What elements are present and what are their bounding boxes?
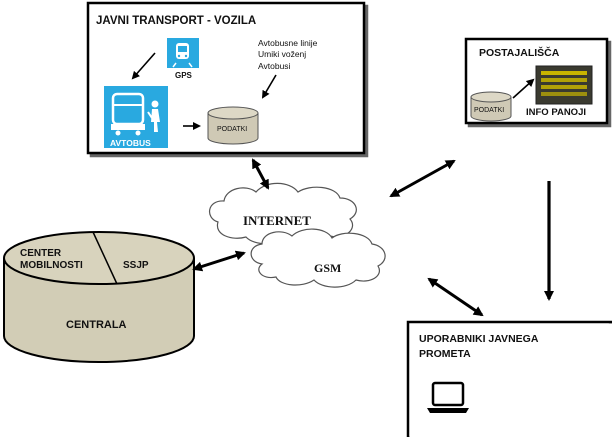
gps-label: GPS (175, 71, 193, 80)
bus-label: AVTOBUS (110, 138, 151, 148)
center-mobility-line2: MOBILNOSTI (20, 260, 83, 271)
central-divider (92, 231, 118, 285)
note-buses: Avtobusi (258, 61, 291, 71)
vehicle-data-cylinder (207, 106, 259, 145)
users-box-title-line1: UPORABNIKI JAVNEGA (419, 333, 539, 345)
info-panel-label: INFO PANOJI (526, 107, 586, 118)
transport-vehicles-box: JAVNI TRANSPORT - VOZILA GPS Avtobusne l… (86, 1, 366, 155)
ssjp-label: SSJP (123, 260, 149, 271)
gsm-label: GSM (314, 261, 341, 275)
arrow-central-cloud (192, 250, 246, 272)
users-box: UPORABNIKI JAVNEGA PROMETA (406, 320, 612, 437)
info-panel-icon (535, 65, 593, 105)
arrow-transport-internet (251, 158, 270, 190)
gps-icon (167, 38, 199, 68)
transport-notes: Avtobusne linije Umiki voženj Avtobusi (258, 38, 318, 71)
arrow-internet-stops (389, 159, 456, 198)
central-cylinder (3, 231, 195, 363)
arrow-data-to-panel (512, 78, 535, 99)
note-bus-lines: Avtobusne linije (258, 38, 318, 48)
arrow-gps-to-bus (131, 52, 156, 80)
stops-box-title: POSTAJALIŠČA (479, 46, 560, 59)
internet-label: INTERNET (243, 213, 311, 228)
note-schedules: Umiki voženj (258, 49, 306, 59)
gsm-cloud (250, 228, 386, 288)
bus-icon (104, 86, 168, 148)
laptop-icon (427, 381, 469, 413)
vehicle-data-label: PODATKI (217, 126, 247, 133)
stops-data-label: PODATKI (474, 107, 504, 114)
arrow-notes-to-data (261, 74, 277, 99)
arrow-gsm-users (427, 277, 484, 317)
users-box-title-line2: PROMETA (419, 348, 471, 360)
central-label: CENTRALA (66, 319, 127, 331)
stops-data-cylinder (470, 91, 512, 122)
center-mobility-line1: CENTER (20, 248, 62, 259)
stops-box: POSTAJALIŠČA PODATKI INFO PANOJI (464, 37, 609, 125)
transport-box-title: JAVNI TRANSPORT - VOZILA (96, 15, 256, 27)
